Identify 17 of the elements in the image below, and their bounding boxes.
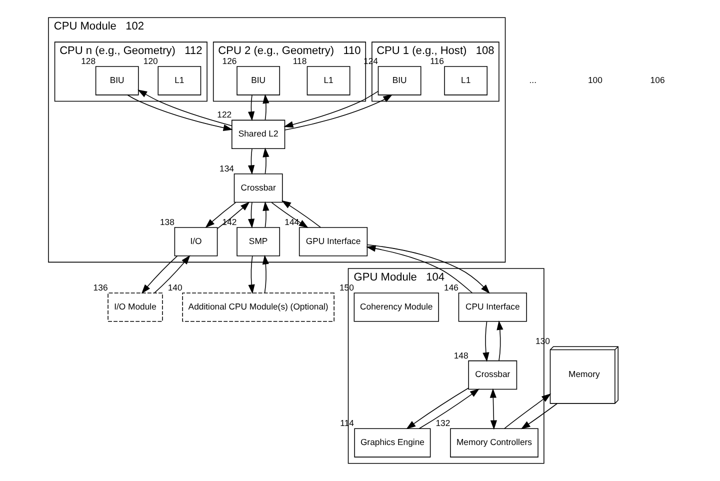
- node-label: 126: [222, 56, 236, 66]
- label: ...: [528, 74, 536, 85]
- node-label: 128: [80, 56, 96, 66]
- node-label: 116: [430, 56, 444, 66]
- node-label: 134: [219, 163, 234, 174]
- node-label: 132: [435, 418, 450, 428]
- label: 106: [650, 74, 664, 85]
- node-label: 144: [284, 216, 299, 227]
- node-label: 140: [167, 282, 182, 292]
- node-label: 120: [142, 56, 158, 66]
- node-label: 138: [159, 216, 174, 227]
- node-label: 122: [216, 110, 232, 120]
- label: 100: [587, 74, 602, 85]
- node-label: 146: [444, 282, 458, 292]
- node-label: 148: [453, 350, 468, 360]
- node-label: 136: [92, 282, 108, 292]
- node-label: 118: [292, 56, 306, 66]
